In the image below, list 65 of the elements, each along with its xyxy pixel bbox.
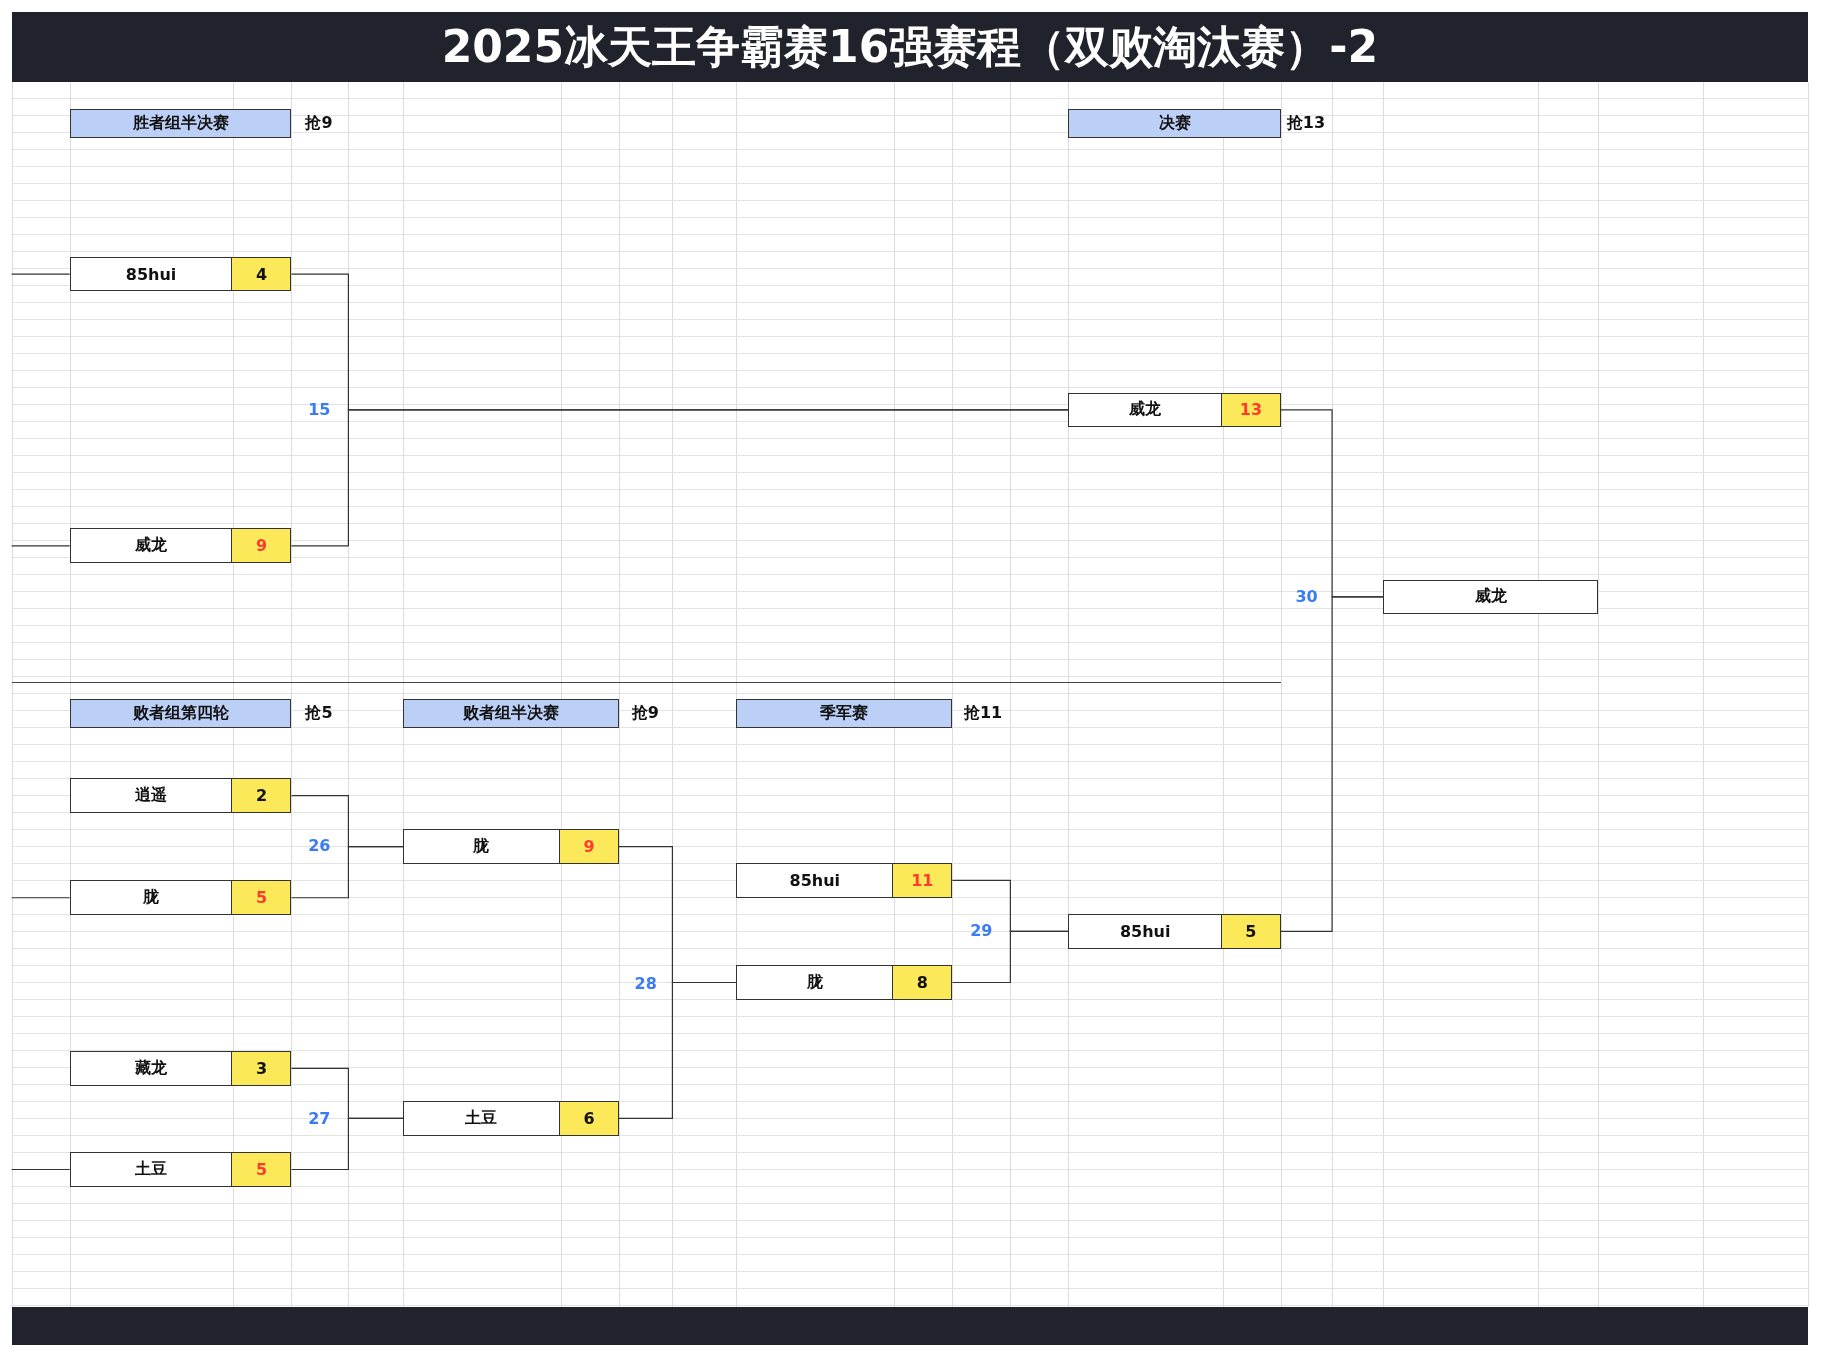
match-number: 27 [308, 1108, 331, 1128]
score: 9 [231, 529, 291, 563]
player-slot [69, 528, 292, 564]
player-name: 威龙 [1473, 585, 1508, 608]
bracket-line [618, 981, 737, 1119]
round-header: 决赛 [1068, 108, 1281, 138]
player-name: 胧 [142, 886, 161, 909]
player-slot [69, 256, 292, 292]
score: 3 [231, 1052, 291, 1085]
score: 5 [231, 881, 291, 915]
player-name: 威龙 [134, 534, 169, 557]
round-header: 季军赛 [736, 698, 953, 728]
player-slot [69, 778, 292, 813]
score: 9 [558, 830, 618, 864]
bracket-line [11, 897, 71, 899]
player-slot [69, 880, 292, 916]
player-name: 威龙 [1128, 398, 1163, 421]
bracket-line [290, 409, 1070, 547]
player-name: 胧 [472, 835, 491, 858]
player-name: 胧 [805, 971, 824, 993]
round-note: 抢11 [963, 702, 1003, 724]
player-slot [736, 862, 953, 898]
score: 2 [231, 779, 291, 812]
player-slot [403, 1100, 619, 1136]
match-number: 15 [308, 399, 331, 419]
round-note: 抢13 [1286, 112, 1326, 134]
player-slot [69, 1152, 292, 1187]
score: 13 [1220, 393, 1280, 427]
match-number: 26 [308, 835, 331, 855]
bracket-line [11, 545, 71, 547]
player-name: 85hui [1118, 920, 1172, 943]
round-header: 胜者组半决赛 [69, 108, 292, 138]
round-header: 败者组半决赛 [403, 698, 619, 728]
match-number: 28 [634, 973, 657, 992]
bracket-line [11, 1168, 71, 1171]
player-name: 逍遥 [134, 784, 169, 806]
title: 2025冰天王争霸赛16强赛程（双败淘汰赛）-2 [441, 19, 1379, 74]
round-header: 败者组第四轮 [69, 698, 292, 728]
player-slot [736, 965, 953, 1000]
player-name: 土豆 [134, 1157, 169, 1180]
score: 5 [231, 1153, 291, 1186]
player-slot [1068, 392, 1281, 428]
round-note: 抢9 [631, 702, 659, 724]
score: 8 [892, 966, 952, 999]
round-note: 抢5 [305, 702, 333, 724]
match-number: 29 [970, 920, 993, 940]
player-name: 藏龙 [134, 1056, 169, 1079]
bracket-line [290, 1117, 404, 1171]
player-slot [403, 829, 619, 865]
player-slot [69, 1051, 292, 1086]
bracket-line [951, 930, 1070, 984]
bracket-line [1280, 596, 1384, 932]
bracket-line [11, 273, 71, 275]
player-slot [1383, 579, 1598, 615]
player-name: 土豆 [464, 1106, 499, 1129]
score: 5 [1220, 914, 1280, 948]
match-number: 30 [1295, 586, 1318, 606]
round-note: 抢9 [305, 112, 333, 134]
score: 11 [892, 863, 952, 897]
score: 6 [558, 1101, 618, 1135]
player-slot [1068, 913, 1281, 949]
player-name: 85hui [124, 263, 178, 286]
score: 4 [231, 257, 291, 291]
player-name: 85hui [788, 869, 842, 892]
bracket-line [290, 846, 404, 899]
